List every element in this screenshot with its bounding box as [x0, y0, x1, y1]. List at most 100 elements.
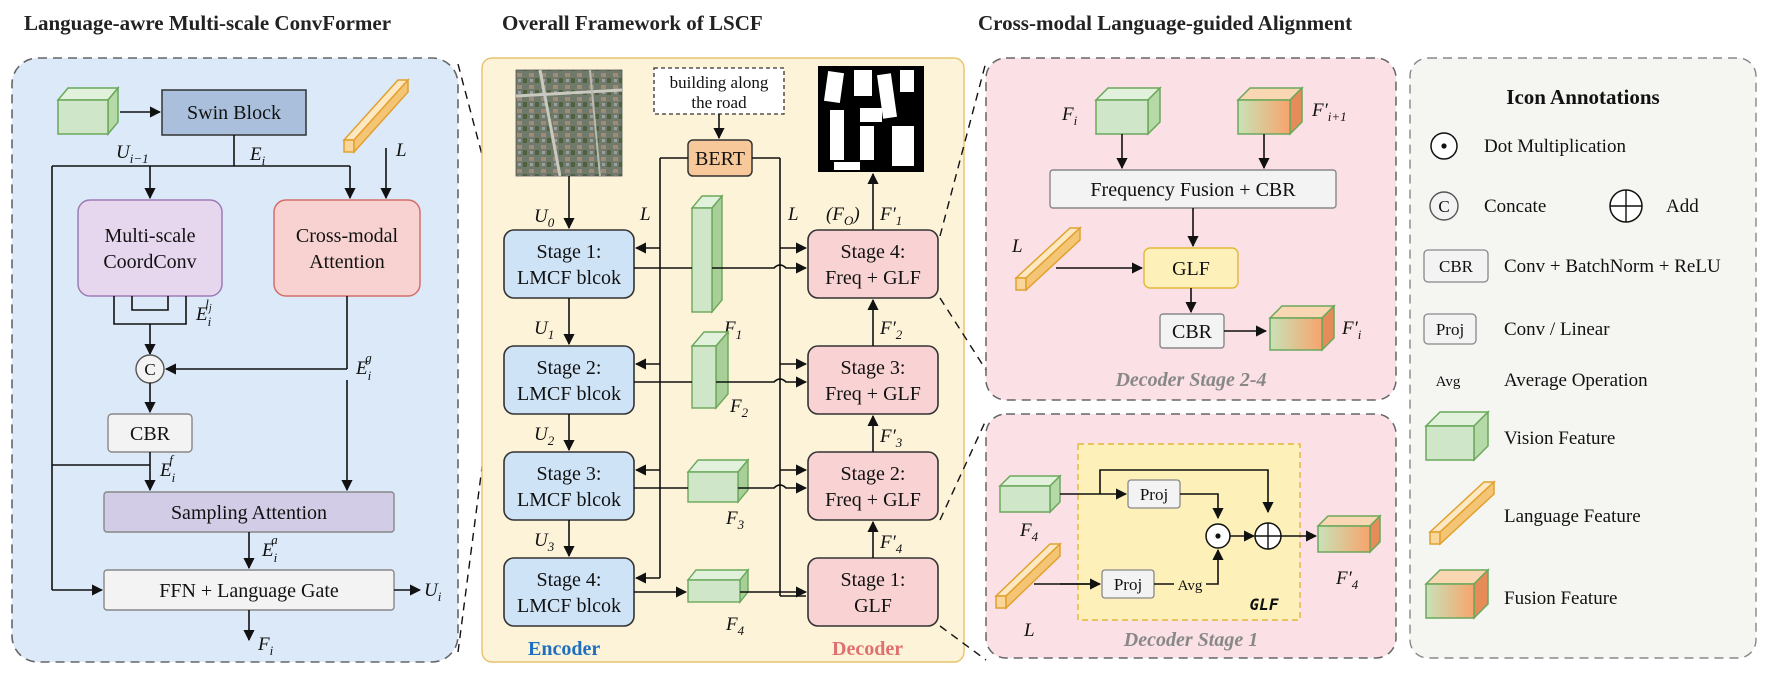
language-bar-bottom: [994, 542, 1062, 610]
legend-avg-key: Avg: [1436, 374, 1461, 390]
label-l-top: L: [1011, 236, 1023, 257]
multiscale-label-1: Multi-scale: [104, 225, 195, 247]
crossmodal-label-2: Attention: [309, 251, 385, 273]
legend-concat-icon: [1429, 191, 1459, 221]
label-e-g: Eig: [355, 350, 372, 383]
svg-text:Freq + GLF: Freq + GLF: [825, 489, 921, 511]
label-f4-prime: F′4: [879, 532, 903, 556]
svg-text:GLF: GLF: [854, 595, 892, 617]
label-fi: Fi: [1061, 104, 1078, 128]
label-f2-prime: F′2: [879, 318, 903, 342]
legend-concat-symbol: C: [1438, 197, 1449, 216]
legend-avg-desc: Average Operation: [1504, 370, 1648, 391]
glf-label-top: GLF: [1172, 258, 1210, 280]
right-section-title: Cross-modal Language-guided Alignment: [978, 11, 1352, 35]
legend-cbr-desc: Conv + BatchNorm + ReLU: [1504, 256, 1721, 277]
feature-cube-f1: [690, 194, 724, 314]
legend-concat-text: Concate: [1484, 196, 1546, 217]
label-f3: F3: [725, 508, 745, 532]
svg-text:Stage 4:: Stage 4:: [841, 241, 906, 263]
label-fi1: F′i+1: [1311, 100, 1347, 124]
encoder-stage-1: Stage 1: LMCF blcok: [503, 229, 635, 299]
legend-fusion-cube: [1424, 568, 1490, 620]
crossmodal-attention-block: [273, 199, 421, 297]
svg-text:LMCF blcok: LMCF blcok: [517, 595, 621, 617]
legend-dot-text: Dot Multiplication: [1484, 136, 1626, 157]
legend-proj-desc: Conv / Linear: [1504, 319, 1610, 340]
left-panel: Ui−1 Swin Block L Ei Multi-scale CoordCo…: [11, 57, 459, 663]
multiscale-label-2: CoordConv: [103, 251, 196, 273]
label-fo: (FO): [826, 204, 860, 228]
decoder-stage-2-4-panel: Fi F′i+1 Frequency Fusion + CBR L GLF CB…: [985, 57, 1397, 401]
feature-cube-f4: [686, 568, 750, 604]
proj-label-bottom: Proj: [1114, 575, 1142, 594]
decoder-stage-1-panel: GLF F4 L Proj Pr: [985, 413, 1397, 659]
ffn-gate-label: FFN + Language Gate: [159, 580, 339, 602]
decoder-stage-3: Stage 3: Freq + GLF: [807, 345, 939, 415]
fusion-cube-fi1: [1236, 86, 1304, 136]
label-e-lj: Eilj: [195, 296, 212, 329]
label-f4: F4: [725, 614, 745, 638]
svg-text:Stage 2:: Stage 2:: [537, 357, 602, 379]
encoder-stage-4: Stage 4: LMCF blcok: [503, 557, 635, 627]
swin-block-label: Swin Block: [187, 102, 281, 124]
text-prompt-line-2: the road: [691, 93, 747, 112]
legend-add-text: Add: [1666, 196, 1699, 217]
svg-text:Freq + GLF: Freq + GLF: [825, 267, 921, 289]
legend-proj-key: Proj: [1436, 320, 1464, 339]
proj-label-top: Proj: [1140, 485, 1168, 504]
multiscale-coordconv-block: [77, 199, 223, 297]
frequency-fusion-label: Frequency Fusion + CBR: [1090, 179, 1296, 201]
cbr-label-top: CBR: [1172, 321, 1213, 343]
decoder-stage-2-4-title: Decoder Stage 2-4: [1114, 369, 1266, 391]
encoder-stage-2: Stage 2: LMCF blcok: [503, 345, 635, 415]
svg-text:LMCF blcok: LMCF blcok: [517, 267, 621, 289]
label-u-prev: Ui−1: [116, 142, 149, 166]
encoder-stage-3: Stage 3: LMCF blcok: [503, 451, 635, 521]
feature-cube-f2: [690, 330, 730, 410]
vision-cube-f4: [998, 474, 1062, 514]
cbr-label-left: CBR: [130, 423, 171, 445]
label-f2: F2: [729, 396, 749, 420]
legend-vision-text: Vision Feature: [1504, 428, 1615, 449]
svg-text:Stage 1:: Stage 1:: [841, 569, 906, 591]
language-bar-top: [1014, 226, 1082, 292]
label-u-out: Ui: [424, 580, 442, 604]
label-f1-prime: F′1: [879, 204, 902, 228]
label-u0: U0: [534, 206, 555, 230]
left-section-title: Language-awre Multi-scale ConvFormer: [24, 11, 391, 35]
label-l-encoder: L: [639, 204, 651, 225]
fusion-cube-fi-out: [1268, 304, 1336, 352]
label-fi-out: F′i: [1341, 318, 1362, 342]
encoder-label: Encoder: [528, 638, 600, 660]
legend-heading: Icon Annotations: [1506, 85, 1659, 109]
label-l-bottom: L: [1023, 620, 1035, 641]
label-u1: U1: [534, 318, 554, 342]
legend-language-bar: [1428, 480, 1496, 546]
svg-text:LMCF blcok: LMCF blcok: [517, 489, 621, 511]
label-f3-prime: F′3: [879, 426, 903, 450]
label-e-a: Eia: [261, 532, 278, 565]
svg-text:Stage 3:: Stage 3:: [841, 357, 906, 379]
bert-label: BERT: [695, 148, 745, 170]
middle-panel: building along the road BERT L L U0 Stag…: [481, 57, 965, 663]
svg-text:Stage 4:: Stage 4:: [537, 569, 602, 591]
glf-tag: GLF: [1250, 595, 1279, 614]
legend-cbr-box: [1423, 249, 1489, 283]
legend-fusion-text: Fusion Feature: [1504, 588, 1617, 609]
label-f4-bottom: F4: [1019, 520, 1039, 544]
legend-cbr-key: CBR: [1439, 257, 1474, 276]
avg-label: Avg: [1178, 578, 1203, 594]
legend-proj-box: [1423, 313, 1477, 345]
legend-language-text: Language Feature: [1504, 506, 1641, 527]
feature-cube-f3: [686, 458, 750, 504]
label-e-f: Eif: [159, 452, 176, 485]
text-prompt-line-1: building along: [670, 73, 769, 92]
fusion-cube-f4-out: [1316, 514, 1382, 554]
text-prompt-box: [653, 67, 785, 115]
decoder-stage-1: Stage 1: GLF: [807, 557, 939, 627]
language-bar-left: [342, 78, 410, 154]
decoder-stage-2: Stage 2: Freq + GLF: [807, 451, 939, 521]
vision-cube-fi: [1094, 86, 1162, 136]
